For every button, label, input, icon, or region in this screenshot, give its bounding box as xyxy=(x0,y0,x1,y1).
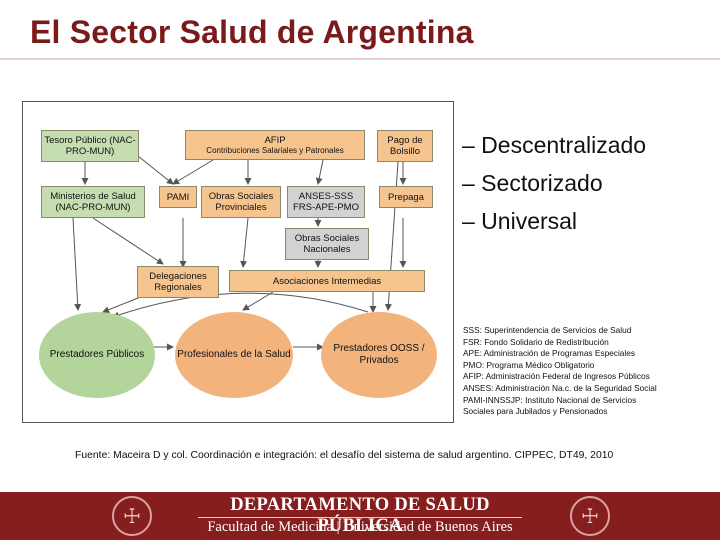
glossary-line: AFIP: Administración Federal de Ingresos… xyxy=(463,371,650,382)
glossary-line: FSR: Fondo Solidario de Redistribución xyxy=(463,336,609,347)
department-title: DEPARTAMENTO DE SALUD PÚBLICA xyxy=(230,495,490,536)
afip-title: AFIP xyxy=(264,135,286,146)
acronym-glossary: SSS: Superintendencia de Servicios de Sa… xyxy=(463,325,713,418)
box-obras-sociales-provinciales: Obras Sociales Provinciales xyxy=(201,186,281,218)
box-tesoro-publico: Tesoro Público (NAC-PRO-MUN) xyxy=(41,130,139,162)
box-asociaciones-intermedias: Asociaciones Intermedias xyxy=(229,270,425,292)
box-anses-sss: ANSES-SSS FRS-APE-PMO xyxy=(287,186,365,218)
box-ministerios-salud: Ministerios de Salud (NAC-PRO-MUN) xyxy=(41,186,145,218)
box-afip: AFIP Contribuciones Salariales y Patrona… xyxy=(185,130,365,160)
box-obras-sociales-nacionales: Obras Sociales Nacionales xyxy=(285,228,369,260)
box-delegaciones-regionales: Delegaciones Regionales xyxy=(137,266,219,298)
system-features-list: – Descentralizado – Sectorizado – Univer… xyxy=(462,126,646,240)
box-prepaga: Prepaga xyxy=(379,186,433,208)
title-divider xyxy=(0,58,720,60)
footer-banner: ☩ ☩ DEPARTAMENTO DE SALUD PÚBLICA Facult… xyxy=(0,492,720,540)
footer-divider xyxy=(198,517,522,518)
glossary-line: Sociales para Jubilados y Pensionados xyxy=(463,406,608,417)
slide-title: El Sector Salud de Argentina xyxy=(30,14,474,50)
feature-descentralizado: – Descentralizado xyxy=(462,132,647,158)
source-citation: Fuente: Maceira D y col. Coordinación e … xyxy=(75,450,614,461)
feature-universal: – Universal xyxy=(462,208,578,234)
faculty-subtitle: Facultad de Medicina | Universidad de Bu… xyxy=(207,519,513,535)
feature-sectorizado: – Sectorizado xyxy=(462,170,603,196)
glossary-line: PMO: Programa Médico Obligatorio xyxy=(463,359,595,370)
glossary-line: APE: Administración de Programas Especia… xyxy=(463,348,636,359)
afip-subtitle: Contribuciones Salariales y Patronales xyxy=(206,146,344,155)
box-pago-bolsillo: Pago de Bolsillo xyxy=(377,130,433,162)
university-seal-icon: ☩ xyxy=(570,496,610,536)
glossary-line: PAMI-INNSSJP: Instituto Nacional de Serv… xyxy=(463,394,637,405)
health-sector-diagram: Tesoro Público (NAC-PRO-MUN) AFIP Contri… xyxy=(22,101,454,423)
glossary-line: ANSES: Administración Na.c. de la Seguri… xyxy=(463,382,657,393)
university-seal-icon: ☩ xyxy=(112,496,152,536)
box-pami: PAMI xyxy=(159,186,197,208)
glossary-line: SSS: Superintendencia de Servicios de Sa… xyxy=(463,325,632,335)
ellipse-profesionales-salud: Profesionales de la Salud xyxy=(175,312,293,398)
ellipse-prestadores-privados: Prestadores OOSS / Privados xyxy=(321,312,437,398)
ellipse-prestadores-publicos: Prestadores Públicos xyxy=(39,312,155,398)
